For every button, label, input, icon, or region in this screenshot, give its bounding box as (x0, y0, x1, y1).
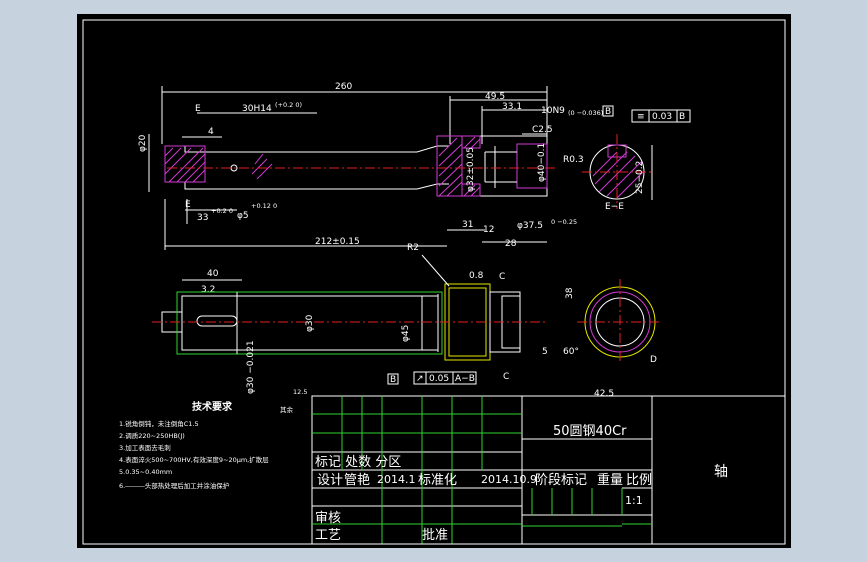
dim-30h14: 30H14 (242, 104, 272, 114)
scale-label: 比例 (626, 473, 652, 488)
dim-10n9: 10N9 (541, 106, 565, 116)
dim-30h14-tol: (+0.2 0) (275, 101, 302, 109)
dim-e-e: E−E (605, 202, 624, 212)
dim-49-5: 49.5 (485, 92, 505, 102)
dim-c-bot: C (503, 372, 509, 382)
tol-b-ref: B (390, 375, 396, 385)
tol-runout: 0.05 (429, 374, 449, 384)
note-line-3: 3.加工表面去毛刺 (119, 443, 171, 452)
section-e-e: 10N9 (0 −0.036) B ≡ 0.03 B R0.3 25−0.2 E… (541, 105, 691, 212)
stage-label: 阶段标记 (535, 473, 587, 488)
dim-4: 4 (208, 127, 214, 137)
dim-phi37-5-tol: 0 −0.25 (551, 218, 577, 226)
dim-212: 212±0.15 (315, 237, 360, 247)
dim-phi37-5: φ37.5 (517, 221, 543, 231)
dim-5: 5 (542, 347, 548, 357)
designer-label: 设计 (317, 473, 343, 488)
dim-c-top: C (499, 272, 505, 282)
dim-e-top: E (195, 104, 201, 114)
std-date: 2014.10.9 (481, 473, 537, 486)
rough-label: 其余 (280, 405, 294, 414)
note-line-4: 4.表面淬火500~700HV,有效深度9~20μm,扩散层 (119, 455, 269, 464)
dim-25: 25−0.2 (635, 161, 645, 194)
dim-33: 33 (197, 213, 208, 223)
dim-28: 28 (505, 239, 517, 249)
approve-label: 批准 (422, 528, 448, 543)
dim-phi5: φ5 (237, 211, 249, 221)
bottom-shaft-view: 40 3.2 0.8 R2 C C 5 φ30 φ45 φ30 −0.021 B… (152, 243, 548, 394)
part-name: 轴 (714, 464, 728, 480)
dim-260: 260 (335, 82, 352, 92)
dim-phi40: φ40−0.1 (537, 143, 547, 182)
dim-40: 40 (207, 269, 219, 279)
dim-phi32: φ32±0.05 (466, 147, 476, 192)
notes-title: 技术要求 (192, 400, 233, 413)
technical-notes: 技术要求 1.锐角倒钝，未注倒角C1.5 2.调质220~250HB(J) 3.… (119, 388, 307, 490)
dim-phi30-low: φ30 −0.021 (246, 340, 256, 394)
svg-text:≡: ≡ (637, 112, 645, 122)
title-block: 50圆钢40Cr 轴 标记 处数 分区 设计 管艳 2014.1 标准化 201… (311, 395, 786, 545)
dim-10n9-tol: (0 −0.036) (568, 109, 603, 117)
dim-0-8: 0.8 (469, 271, 484, 281)
dim-r2: R2 (407, 243, 419, 253)
design-date: 2014.1 (377, 473, 416, 486)
designer-name: 管艳 (344, 472, 370, 488)
dim-31: 31 (462, 220, 473, 230)
dim-e-bot: E (185, 200, 191, 210)
title-row1: 标记 处数 分区 (315, 455, 401, 470)
dim-phi5-tol: +0.12 0 (251, 202, 277, 210)
note-line-5: 5.0.35~0.40mm (119, 468, 172, 476)
review-label: 审核 (315, 511, 341, 526)
tol-frame-sym: 0.03 (652, 112, 672, 122)
dim-33-1: 33.1 (502, 102, 522, 112)
cad-drawing: 260 49.5 33.1 E 30H14 (+0.2 0) 4 φ20 (82, 19, 786, 545)
dim-12: 12 (483, 225, 494, 235)
dim-phi20-left: φ20 (138, 134, 148, 152)
section-c-c: 38 60° D 42.5 (563, 279, 662, 399)
dim-phi45: φ45 (401, 325, 411, 342)
svg-text:↗: ↗ (416, 374, 424, 384)
dim-42-5: 42.5 (594, 389, 614, 399)
dim-c2-5: C2.5 (532, 125, 553, 135)
top-shaft-view: 260 49.5 33.1 E 30H14 (+0.2 0) 4 φ20 (138, 82, 577, 250)
material-label: 50圆钢40Cr (553, 424, 627, 439)
dim-d: D (650, 355, 657, 365)
tol-runout-ref: A−B (455, 374, 475, 384)
tol-frame-ref: B (679, 112, 685, 122)
process-label: 工艺 (315, 528, 341, 543)
note-line-2: 2.调质220~250HB(J) (119, 431, 185, 440)
scale-value: 1:1 (625, 494, 643, 507)
drawing-frame (82, 19, 786, 545)
dim-r0-3: R0.3 (563, 155, 584, 165)
dim-3-2: 3.2 (201, 285, 215, 295)
dim-33-tol: +0.2 0 (211, 207, 233, 215)
dim-38: 38 (565, 287, 575, 299)
weight-label: 重量 (597, 472, 623, 488)
std-label: 标准化 (418, 473, 457, 488)
dim-phi30: φ30 (305, 314, 315, 332)
note-line-6: 6.―――头部热处理后加工并涂油保护 (119, 481, 229, 490)
rough-value: 12.5 (293, 388, 307, 396)
dim-10n9-ref: B (605, 107, 611, 117)
dim-60: 60° (563, 347, 579, 357)
drawing-sheet[interactable]: 260 49.5 33.1 E 30H14 (+0.2 0) 4 φ20 (77, 14, 791, 548)
note-line-1: 1.锐角倒钝，未注倒角C1.5 (119, 419, 199, 428)
